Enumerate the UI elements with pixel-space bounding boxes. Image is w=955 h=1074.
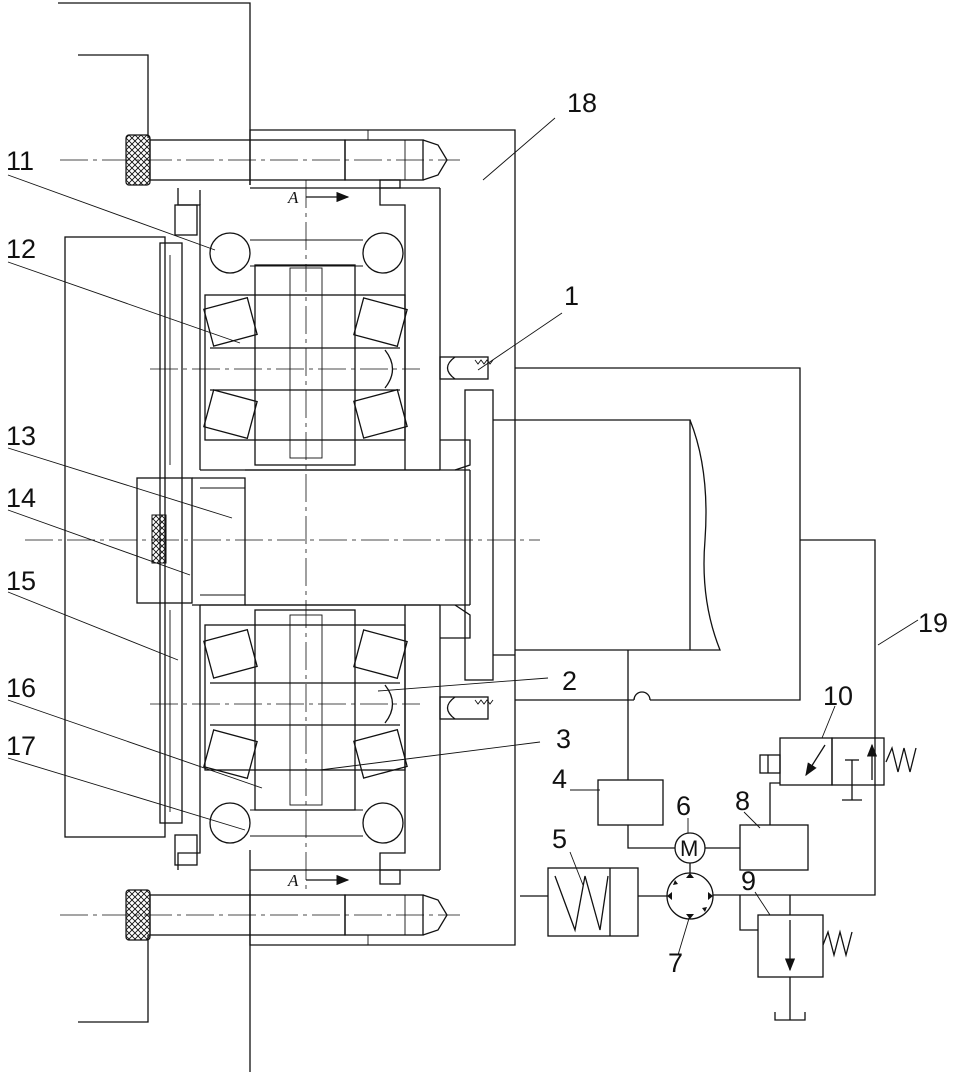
callout-19: 19 <box>918 608 948 638</box>
bottom-bolt <box>60 890 460 940</box>
callout-8: 8 <box>735 786 750 816</box>
callout-18: 18 <box>567 88 597 118</box>
callout-1: 1 <box>564 281 579 311</box>
pistons <box>440 357 493 719</box>
callout-11: 11 <box>6 146 34 176</box>
callout-16: 16 <box>6 673 36 703</box>
central-shaft <box>25 470 540 605</box>
gear-housing <box>160 180 440 884</box>
section-mark-top: A <box>287 188 299 207</box>
section-line-a: A A <box>287 180 348 890</box>
top-bolt <box>60 135 460 185</box>
section-mark-bottom: A <box>287 871 299 890</box>
callout-3: 3 <box>556 724 571 754</box>
leader-lines <box>8 118 918 955</box>
output-flange <box>440 390 720 680</box>
valve-9 <box>740 895 852 1020</box>
component-5 <box>520 868 667 936</box>
callout-2: 2 <box>562 666 577 696</box>
component-4 <box>598 780 663 825</box>
pump-7 <box>667 863 713 919</box>
planet-gear-lower <box>150 610 420 810</box>
motor-6: M <box>675 833 705 863</box>
motor-symbol: M <box>680 836 698 861</box>
callout-9: 9 <box>741 866 756 896</box>
callout-12: 12 <box>6 234 36 264</box>
ball-bearings <box>210 233 403 843</box>
callout-13: 13 <box>6 421 36 451</box>
callout-7: 7 <box>668 948 683 978</box>
planet-gear-upper <box>150 265 420 465</box>
callout-5: 5 <box>552 824 567 854</box>
callout-15: 15 <box>6 566 36 596</box>
callout-14: 14 <box>6 483 36 513</box>
component-8 <box>740 825 808 870</box>
hydraulic-circuit <box>515 368 875 915</box>
callout-labels: 1 2 3 4 5 6 7 8 9 10 11 12 13 14 15 16 1… <box>6 88 948 978</box>
callout-4: 4 <box>552 764 567 794</box>
callout-17: 17 <box>6 731 36 761</box>
valve-10 <box>760 738 916 800</box>
callout-10: 10 <box>823 681 853 711</box>
callout-6: 6 <box>676 791 691 821</box>
